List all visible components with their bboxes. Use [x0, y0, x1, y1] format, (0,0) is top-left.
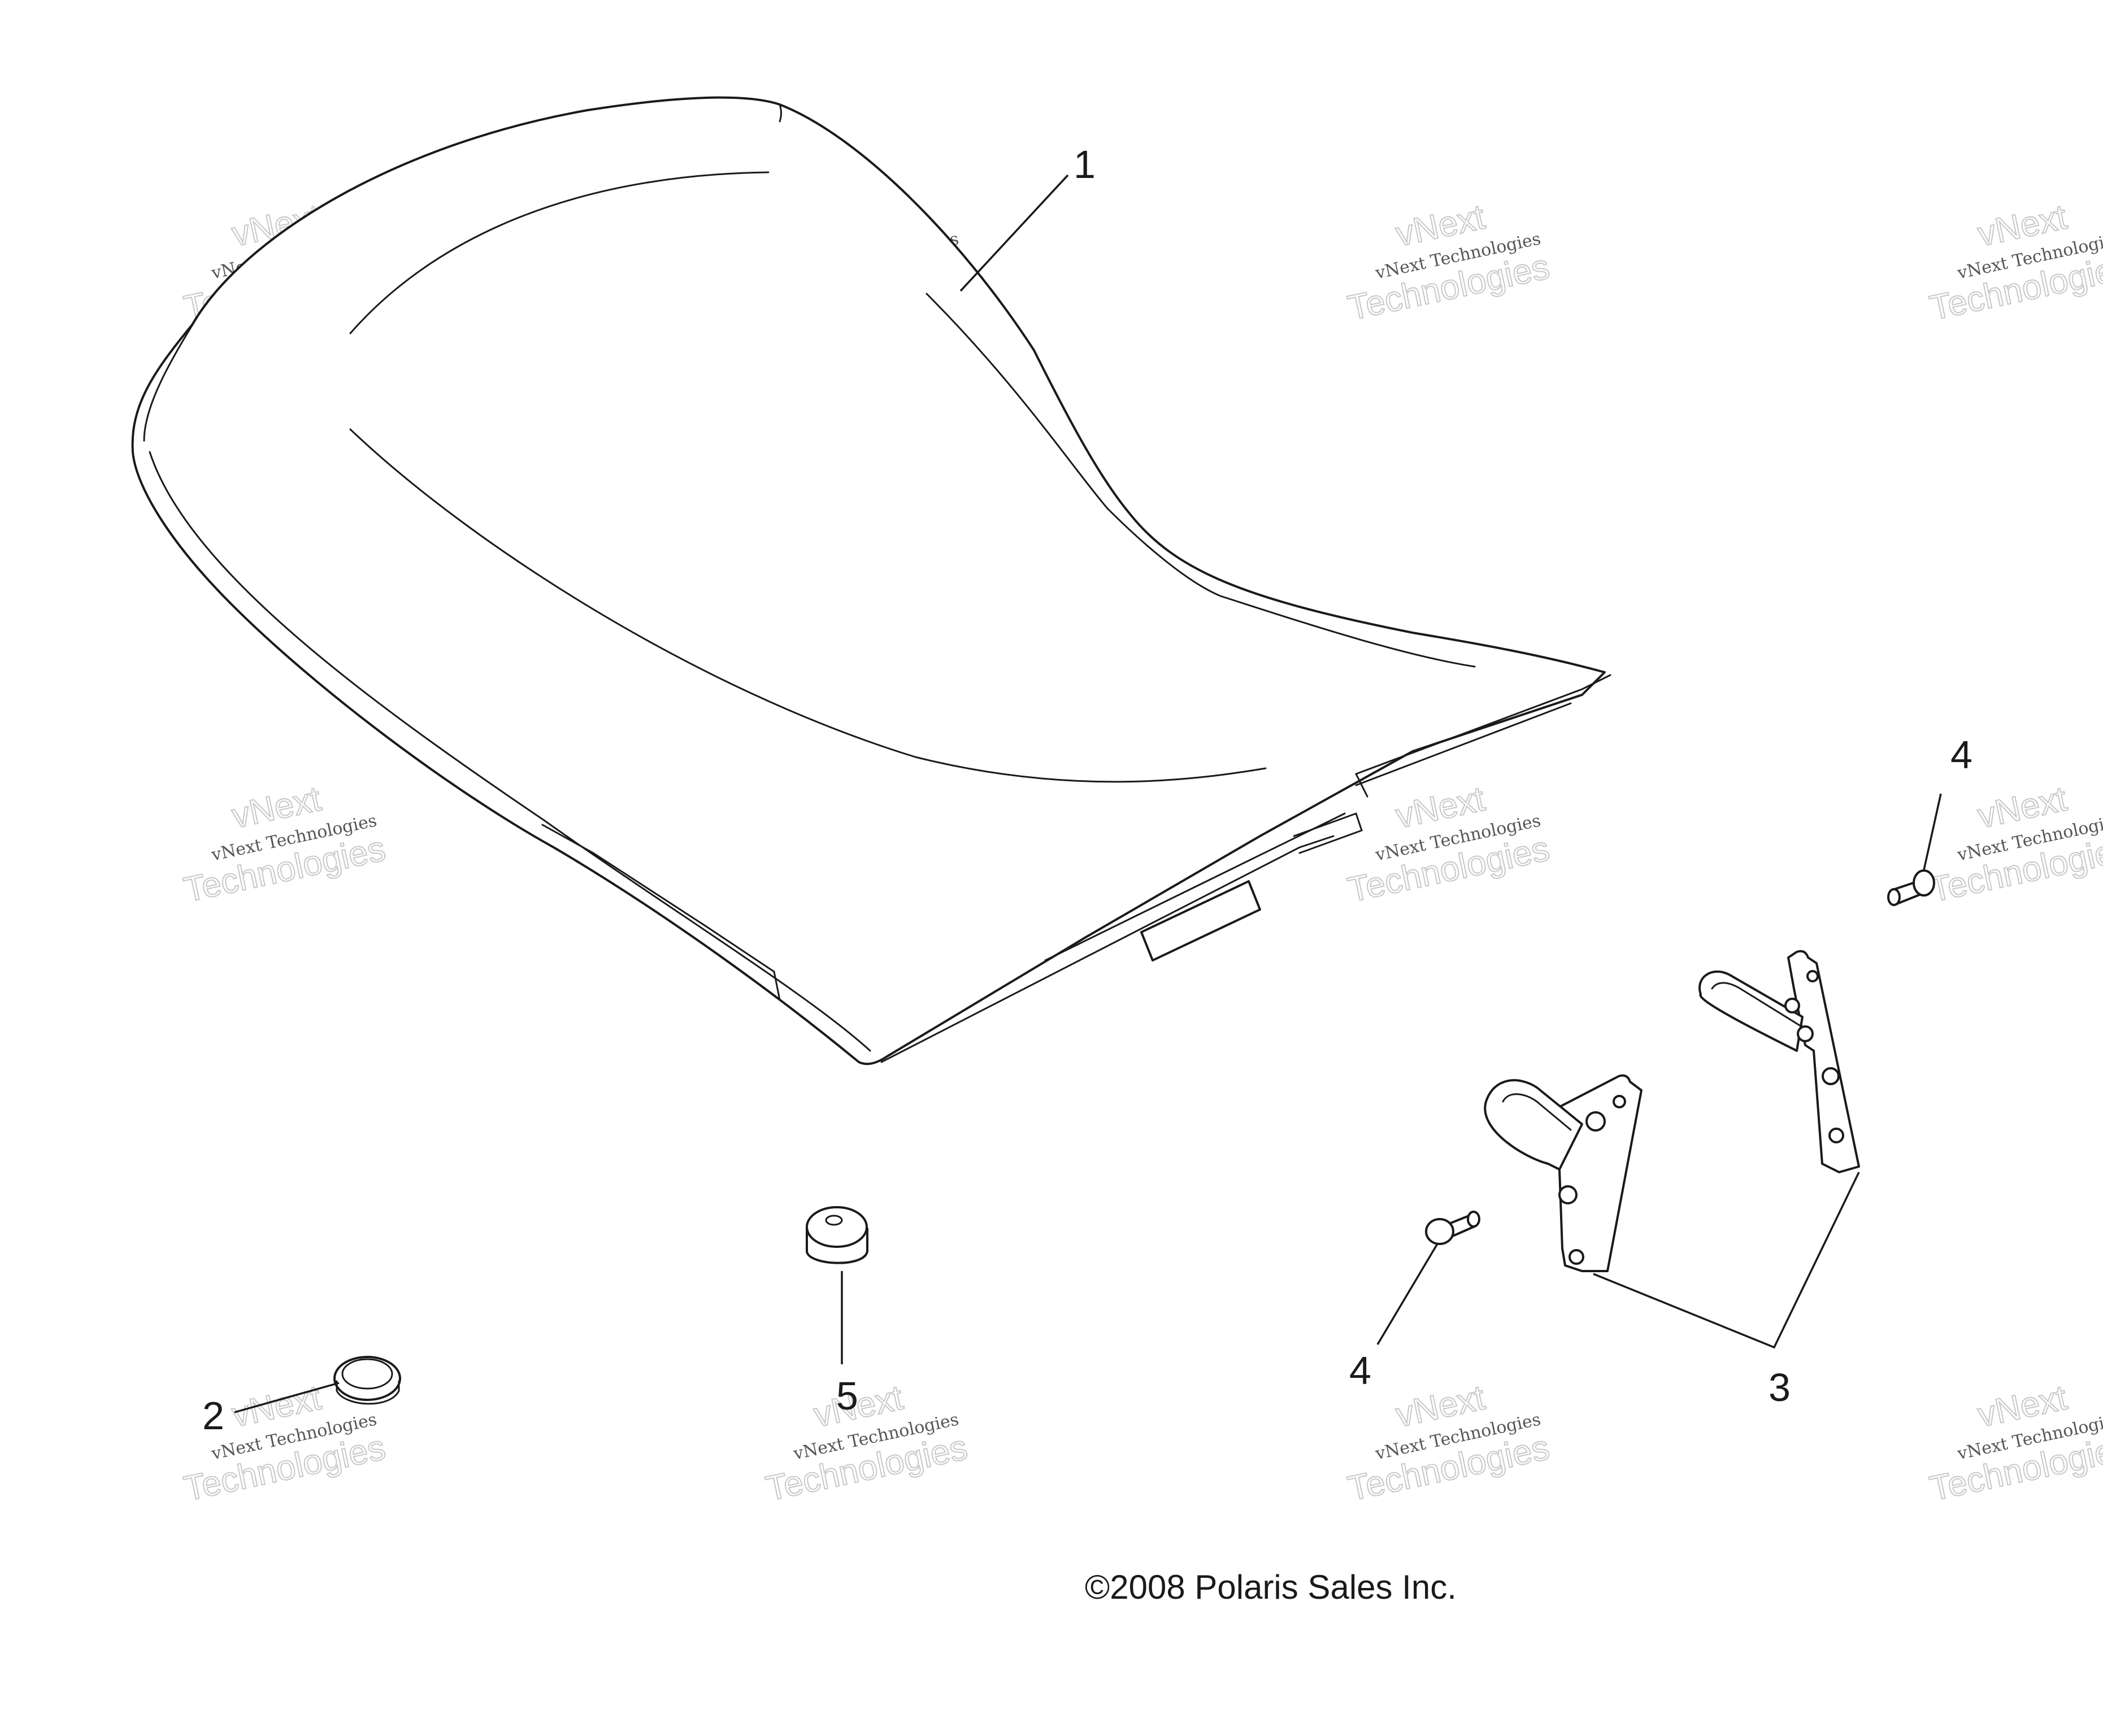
callout-4-lower: 4 — [1349, 1348, 1371, 1393]
screw-part-right — [1887, 869, 1935, 906]
copyright-notice: ©2008 Polaris Sales Inc. — [1085, 1568, 1457, 1606]
grommet-part — [333, 1356, 401, 1405]
callout-1: 1 — [1074, 142, 1096, 186]
seat-part — [131, 96, 1611, 1065]
bracket-part-left — [1484, 1074, 1643, 1272]
callout-3: 3 — [1769, 1365, 1791, 1409]
callout-5: 5 — [836, 1374, 858, 1418]
screw-part-lower — [1425, 1211, 1480, 1245]
callout-2: 2 — [202, 1394, 224, 1438]
bracket-part-right — [1698, 950, 1860, 1173]
leader-lines — [234, 174, 1942, 1413]
callout-4-right: 4 — [1950, 733, 1972, 777]
bumper-part — [806, 1206, 868, 1264]
